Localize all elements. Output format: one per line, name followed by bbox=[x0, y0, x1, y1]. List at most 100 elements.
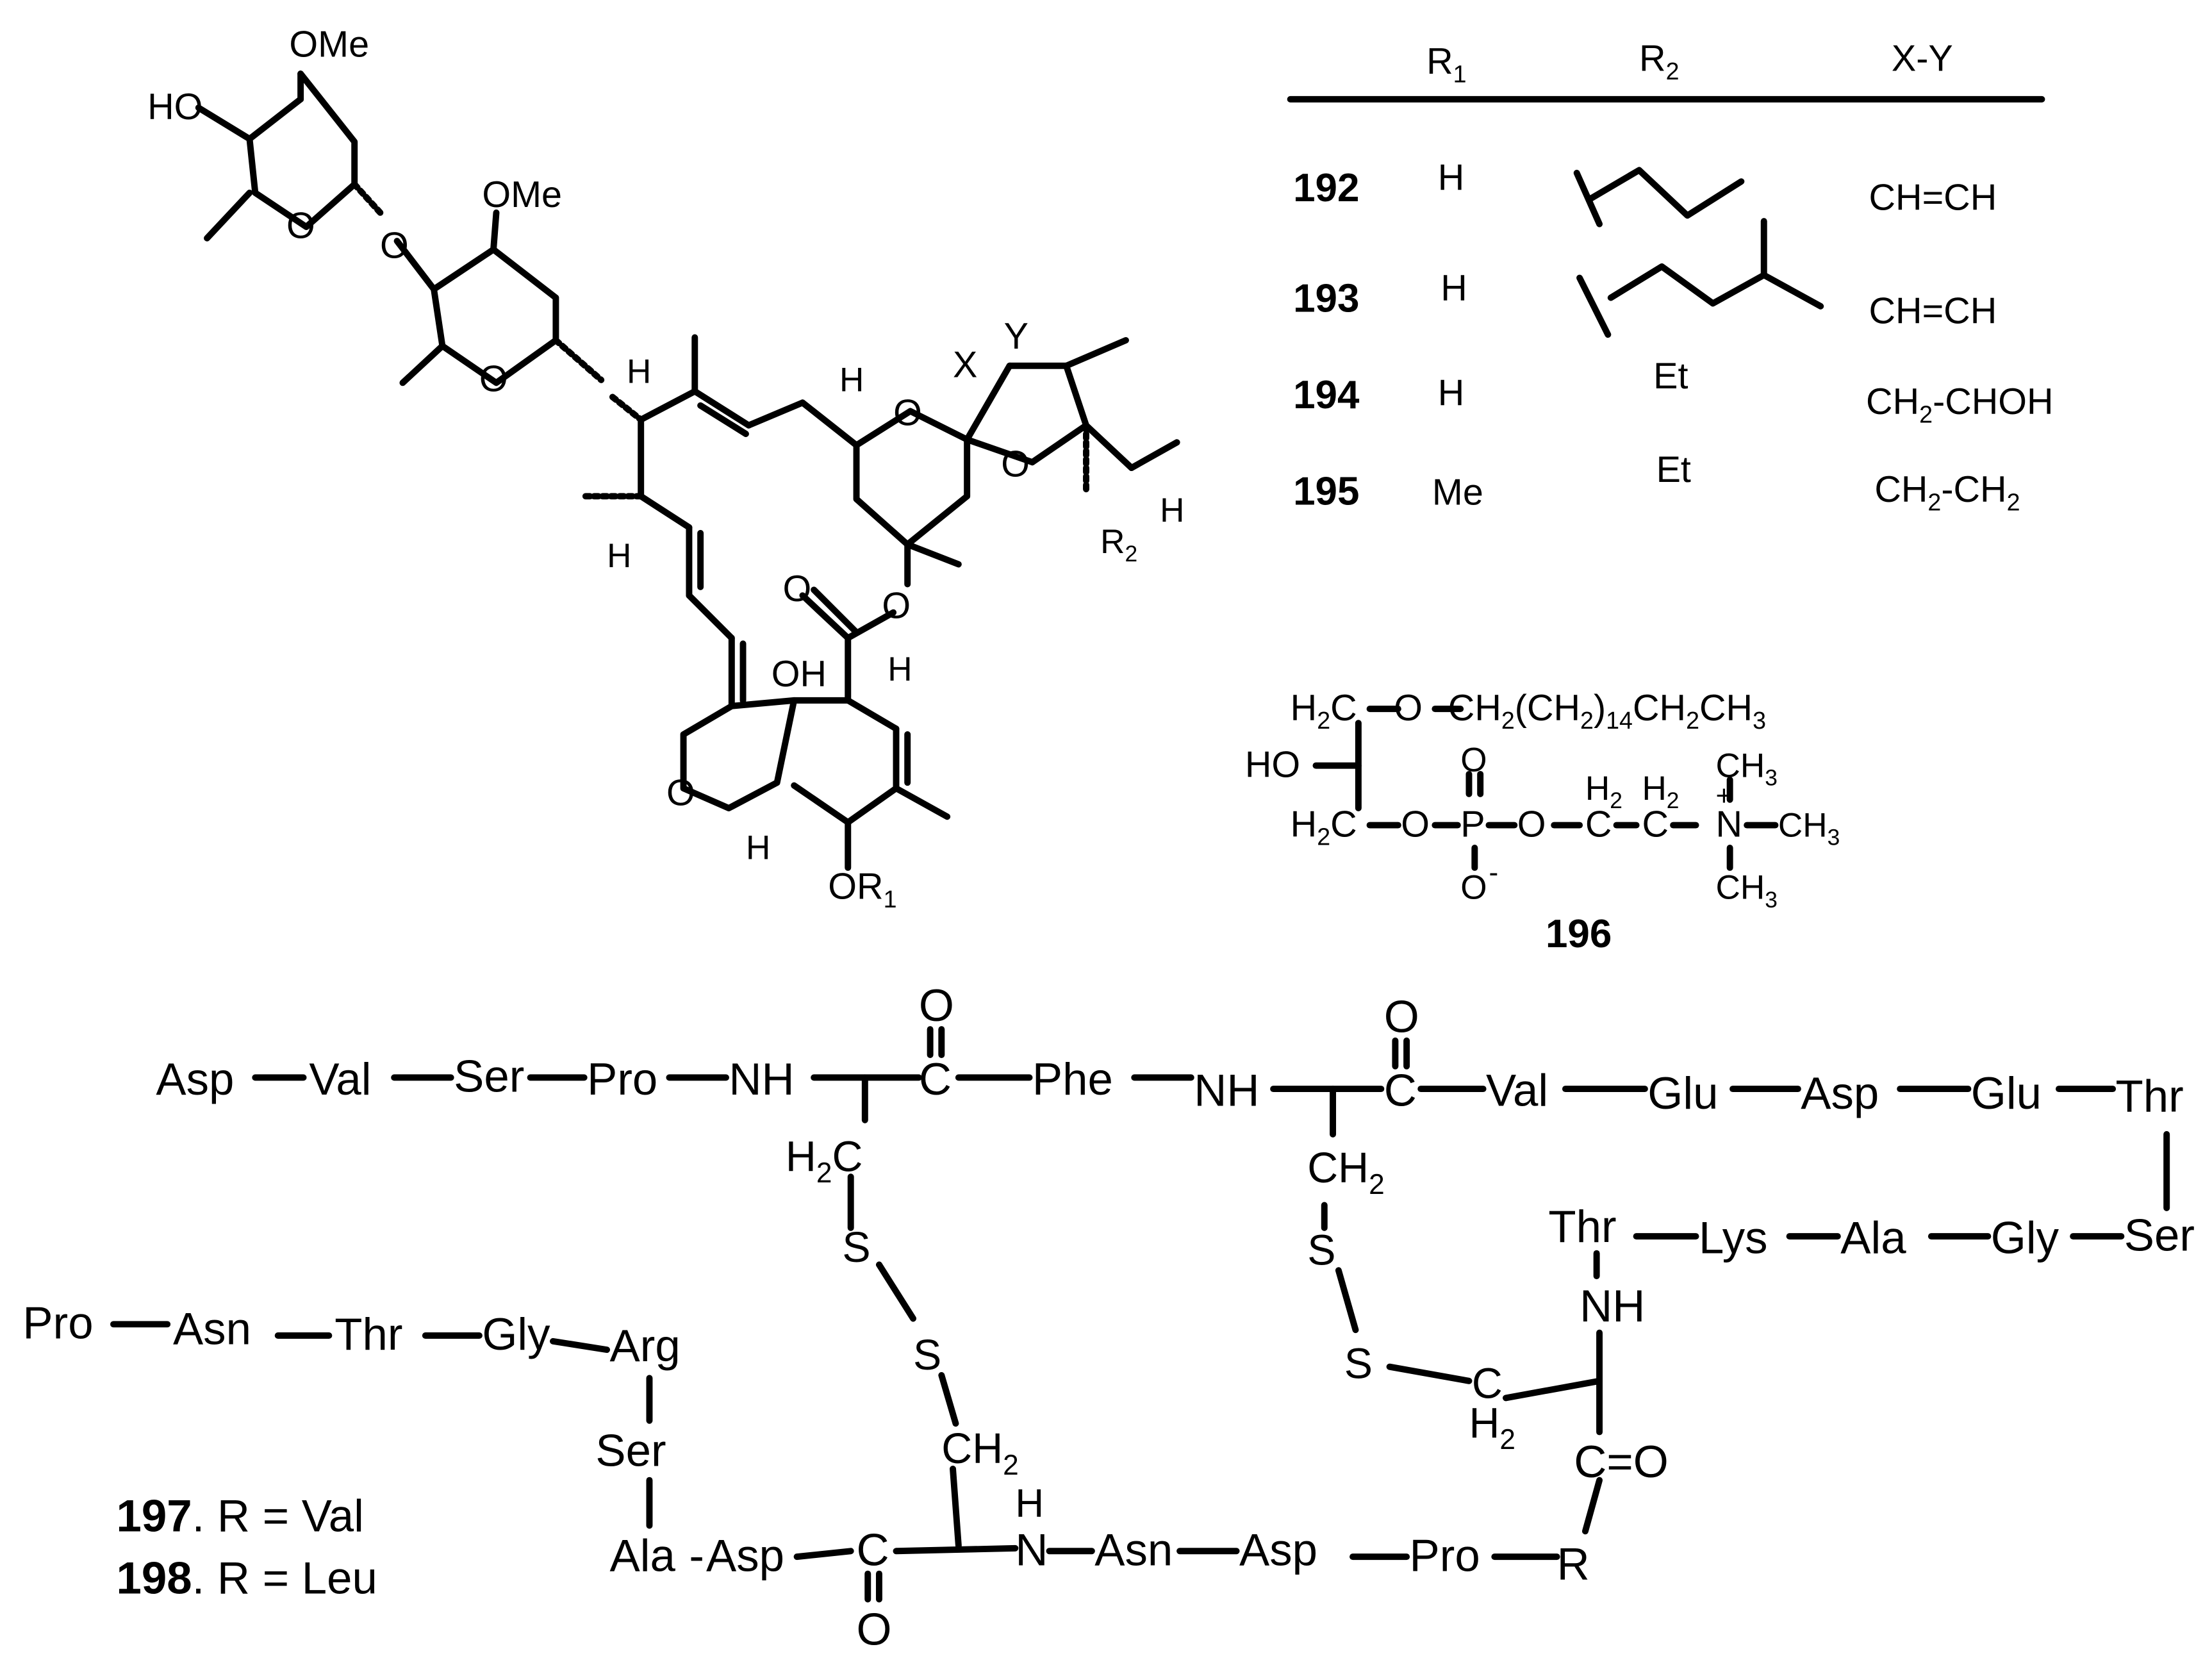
header-r2: R2 bbox=[1639, 38, 1679, 85]
pep-top-phe: Phe bbox=[1032, 1054, 1113, 1105]
pep-top-ser: Ser bbox=[454, 1052, 524, 1102]
pep-bottom-asp: Asp bbox=[706, 1530, 784, 1581]
row-195-r2: Et bbox=[1656, 449, 1691, 490]
row-195-xy: CH2-CH2 bbox=[1874, 469, 2020, 515]
pep-top-nh2: NH bbox=[1194, 1066, 1259, 1116]
pep-bottom-pro: Pro bbox=[1410, 1530, 1480, 1581]
pep-h2c-1: H2C bbox=[786, 1133, 863, 1189]
pep-row2-lys: Lys bbox=[1699, 1213, 1768, 1264]
avermectin-structure bbox=[195, 70, 1180, 871]
c196-minus: - bbox=[1489, 857, 1498, 888]
y-label: Y bbox=[1004, 316, 1028, 357]
row-193-xy: CH=CH bbox=[1869, 290, 1997, 331]
h1-label: H bbox=[627, 352, 651, 390]
x-label: X bbox=[953, 344, 977, 385]
pep-row2-ala: Ala bbox=[1840, 1213, 1906, 1264]
row-192-xy: CH=CH bbox=[1869, 177, 1997, 218]
row-193-r1: H bbox=[1440, 268, 1467, 309]
row-192-r1: H bbox=[1438, 157, 1465, 198]
c196-o2: O bbox=[1517, 804, 1546, 845]
c196-id: 196 bbox=[1546, 912, 1612, 956]
c196-ch3-top: CH3 bbox=[1716, 747, 1778, 790]
pep-c-h2-c: C bbox=[1472, 1360, 1503, 1407]
pep-top-val: Val bbox=[309, 1054, 371, 1105]
pep-o2: O bbox=[1384, 992, 1419, 1043]
or1-label: OR1 bbox=[828, 866, 896, 913]
row-195-id: 195 bbox=[1293, 470, 1359, 514]
pep-top-asp: Asp bbox=[156, 1054, 234, 1105]
pep-top-thr: Thr bbox=[2116, 1071, 2184, 1122]
pep-bottom-c: C bbox=[857, 1525, 889, 1575]
pep-row2-ser: Ser bbox=[2124, 1210, 2195, 1261]
row-194-r2: Et bbox=[1653, 356, 1688, 397]
pep-bottom-h: H bbox=[1015, 1482, 1044, 1526]
row-194-id: 194 bbox=[1293, 373, 1360, 417]
h4-label: H bbox=[887, 650, 912, 688]
legend-197: 197. R = Val bbox=[116, 1491, 363, 1541]
pep-ch2-3: CH2 bbox=[941, 1425, 1018, 1481]
pep-top-glu1: Glu bbox=[1647, 1068, 1718, 1119]
c196-h2-a: H2 bbox=[1585, 770, 1622, 813]
ome2-label: OMe bbox=[482, 174, 562, 215]
h2-label: H bbox=[607, 537, 631, 575]
o-spiro-label: O bbox=[1001, 443, 1030, 484]
pep-c-h2-h: H2 bbox=[1469, 1400, 1515, 1455]
row-195-r1: Me bbox=[1432, 472, 1483, 513]
o-furan-label: O bbox=[666, 773, 695, 814]
c196-o-top: O bbox=[1460, 741, 1487, 779]
pep-s1: S bbox=[842, 1224, 870, 1271]
o-ring2-label: O bbox=[479, 359, 508, 400]
c196-p: P bbox=[1460, 804, 1485, 845]
pep-top-asp2: Asp bbox=[1801, 1068, 1879, 1119]
pep-row2-gly: Gly bbox=[1991, 1213, 2059, 1264]
row-193-id: 193 bbox=[1293, 277, 1359, 321]
row-192-id: 192 bbox=[1293, 166, 1359, 210]
pep-o1: O bbox=[919, 981, 954, 1031]
c196-ch3-bottom: CH3 bbox=[1716, 869, 1778, 913]
pep-bottom-asp2: Asp bbox=[1239, 1525, 1317, 1575]
ho-label: HO bbox=[147, 87, 202, 128]
pep-row3-arg: Arg bbox=[610, 1321, 681, 1371]
pep-top-glu2: Glu bbox=[1971, 1068, 2042, 1119]
compound-196-bonds bbox=[1312, 706, 1779, 871]
pep-row3-asn: Asn bbox=[173, 1304, 251, 1354]
header-xy: X-Y bbox=[1892, 38, 1953, 79]
o-link-label: O bbox=[380, 226, 409, 267]
pep-vert-ala: Ala bbox=[610, 1530, 676, 1581]
pep-vert-ser: Ser bbox=[595, 1426, 666, 1477]
pep-row3-thr: Thr bbox=[334, 1309, 402, 1360]
pep-c-eq-o: C=O bbox=[1574, 1437, 1669, 1487]
c196-o1: O bbox=[1401, 804, 1430, 845]
substituent-table bbox=[1287, 95, 2045, 338]
pep-row3-gly: Gly bbox=[482, 1309, 550, 1360]
pep-bottom-n: N bbox=[1015, 1525, 1048, 1575]
pep-bottom-asn: Asn bbox=[1094, 1525, 1173, 1575]
o-carbonyl-label: O bbox=[782, 568, 811, 609]
c196-ch3-right: CH3 bbox=[1778, 806, 1840, 850]
pep-bottom-o: O bbox=[857, 1604, 892, 1655]
c196-o-bottom: O bbox=[1460, 869, 1487, 907]
c196-ho: HO bbox=[1245, 744, 1300, 785]
legend-198: 198. R = Leu bbox=[116, 1553, 377, 1604]
h5-label: H bbox=[746, 829, 770, 867]
o-ring3-label: O bbox=[893, 393, 922, 434]
row-194-r1: H bbox=[1438, 373, 1465, 414]
c196-c2: C bbox=[1585, 804, 1612, 845]
r2-label: R2 bbox=[1100, 523, 1137, 567]
pep-row2-thr: Thr bbox=[1548, 1202, 1616, 1252]
pep-top-val2: Val bbox=[1486, 1066, 1548, 1116]
pep-s3: S bbox=[1307, 1227, 1335, 1274]
c196-h2c-bottom: H2C bbox=[1291, 804, 1357, 850]
pep-top-c1: C bbox=[919, 1054, 952, 1105]
header-r1: R1 bbox=[1426, 41, 1466, 87]
pep-nh-side: NH bbox=[1580, 1281, 1645, 1332]
c196-plus: + bbox=[1716, 781, 1733, 812]
row-194-xy: CH2-CHOH bbox=[1866, 381, 2054, 427]
h3-label: H bbox=[839, 361, 864, 399]
o-ester-label: O bbox=[882, 586, 911, 627]
pep-row3-pro: Pro bbox=[22, 1298, 93, 1348]
pep-s2: S bbox=[913, 1332, 941, 1379]
pep-top-pro: Pro bbox=[587, 1054, 657, 1105]
c196-h2-b: H2 bbox=[1642, 770, 1679, 813]
